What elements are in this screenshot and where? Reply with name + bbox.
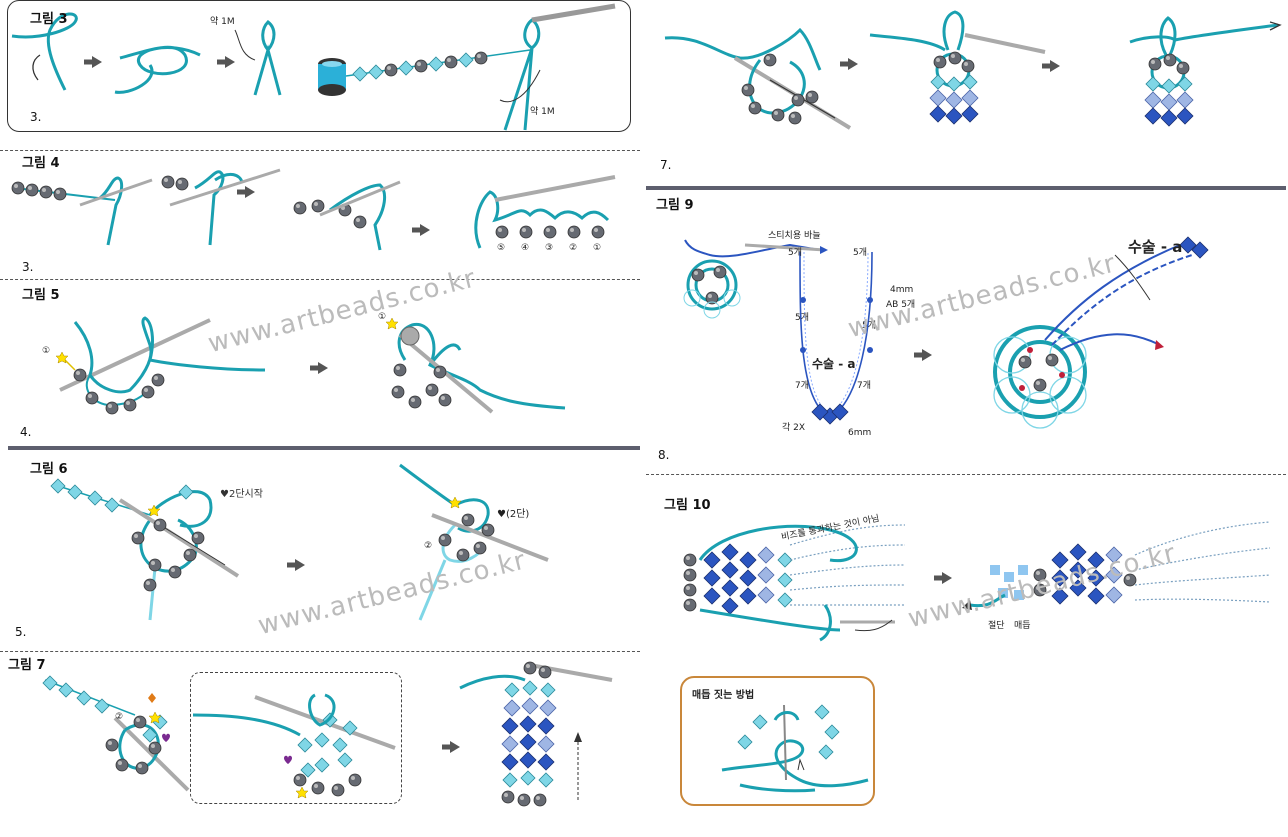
fig4-step: 3. [22,260,34,274]
knot-method-drawing [721,704,869,793]
figure-7-detail-frame [190,672,402,804]
fig7-step: 7. [660,158,672,172]
fig9-count-5b: 5개 [853,248,868,258]
separator-dashed [0,150,640,151]
fig5-step: 4. [20,425,32,439]
fig10-knot-label: 매듭 [1014,621,1031,631]
fig6-row-start [50,463,549,621]
thread-spool [318,58,346,96]
fig4-number-2: ② [569,243,578,253]
fig6-start-label: ♥2단시작 [220,489,263,500]
fig5-marker-2: ① [378,312,387,322]
fig3-length-label: 약 1M [210,17,235,27]
fig9-needle-label: 스티치용 바늘 [768,231,821,241]
fig9-count-5d: 5개 [862,321,877,331]
fig9-stamen-label-large: 수술 - a [1128,238,1183,256]
separator-dashed [0,279,640,280]
fig9-count-5a: 5개 [788,248,803,258]
fig6-marker: ② [424,541,433,551]
fig9-ab-label: AB 5개 [886,300,916,310]
fig5-ring [55,316,566,415]
fig4-chain [11,168,616,251]
fig9-title: 그림 9 [656,198,694,213]
fig5-title: 그림 5 [22,288,60,303]
fig3-bead-strand [345,49,531,82]
figure-3-frame [7,0,631,132]
fig9-stamen-label: 수술 - a [812,357,856,371]
fig4-number-3: ③ [545,243,554,253]
fig9-count-7a: 7개 [795,381,810,391]
fig3-length-label-2: 약 1M [530,107,555,117]
fig4-number-1: ① [593,243,602,253]
fig10-drawing [683,521,1271,642]
fig3-loop-3 [253,20,282,96]
fig9-count-5c: 5개 [795,313,810,323]
separator-thick [646,186,1286,190]
fig3-title: 그림 3 [30,12,68,27]
fig9-count-7b: 7개 [857,381,872,391]
fig3-step: 3. [30,110,42,124]
separator-dashed [0,651,640,652]
fig7-title: 그림 7 [8,658,46,673]
separator-dashed [646,474,1286,475]
fig9-each-2x: 각 2X [782,423,806,433]
fig9-size-6mm: 6mm [848,428,872,438]
fig9-drawing [683,236,1209,429]
knot-method-frame [680,676,875,806]
fig10-title: 그림 10 [664,498,711,513]
fig10-cut-label: 절단 [988,621,1005,631]
fig6-step: 5. [15,625,27,639]
fig4-number-5: ⑤ [497,243,506,253]
fig6-row2-label: ♥(2단) [497,509,530,520]
fig4-title: 그림 4 [22,156,60,171]
knot-method-title: 매듭 짓는 방법 [692,690,755,701]
fig3-loop-2 [114,45,201,94]
fig5-marker: ① [42,346,51,356]
fig7-sequence [42,661,613,807]
fig8-step: 8. [658,448,670,462]
fig6-title: 그림 6 [30,462,68,477]
fig7-marker: ② [115,712,124,722]
fig3-loop-1 [11,12,78,91]
separator-thick [8,446,640,450]
fig9-size-4mm: 4mm [890,285,914,295]
fig7-right-sequence [664,10,1282,130]
fig4-number-4: ④ [521,243,530,253]
